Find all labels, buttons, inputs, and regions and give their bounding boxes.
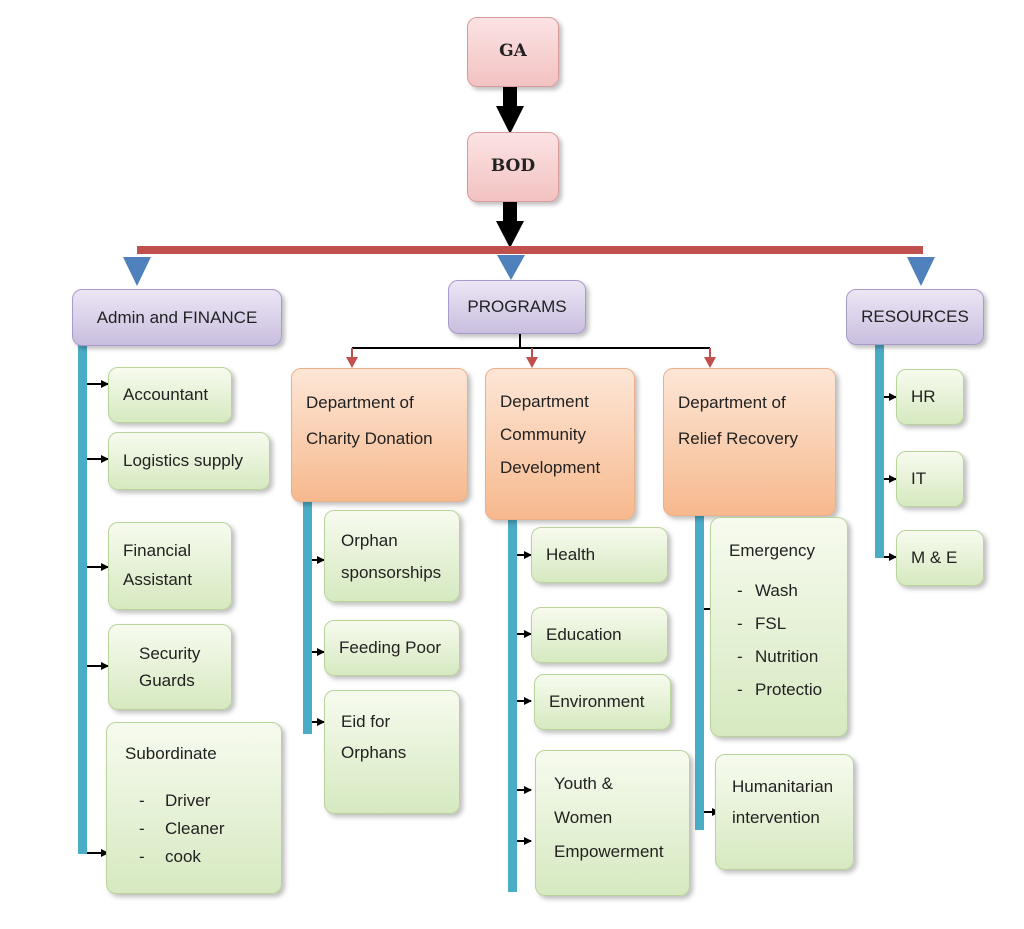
charity-item-eid-orphans: Eid for Orphans [324,690,460,814]
emergency-title: Emergency [729,541,815,560]
community-item-arrows [517,551,532,845]
admin-item-financial-assistant: Financial Assistant [108,522,232,610]
relief-vertical-bar [695,516,704,830]
bod-box: BOD [467,132,559,202]
relief-emergency-box: Emergency -Wash -FSL -Nutrition -Protect… [710,517,848,737]
list-item: -Driver [139,790,211,810]
bod-bar-arrow-head [496,221,524,248]
admin-item-arrows [87,380,109,857]
admin-subordinate-box: Subordinate -Driver -Cleaner -cook [106,722,282,894]
admin-item-security-guards: Security Guards [108,624,232,710]
admin-column-arrow [123,257,151,286]
programs-column-arrow [497,255,525,280]
resources-vertical-bar [875,342,884,558]
list-item: -cook [139,846,201,866]
ga-box: GA [467,17,559,87]
resources-item-arrows [884,393,897,561]
community-item-environment: Environment [534,674,671,730]
admin-item-logistics: Logistics supply [108,432,270,490]
list-item: -Protectio [737,679,823,699]
admin-vertical-bar [78,340,87,854]
emergency-list: -Wash -FSL -Nutrition -Protectio [729,574,829,707]
dept-2-arrow [526,357,538,368]
resources-item-hr: HR [896,369,964,425]
list-item: -Nutrition [737,646,819,666]
dept-1-arrow [346,357,358,368]
ga-bod-arrow-head [496,106,524,134]
charity-item-arrows [312,556,325,726]
charity-item-feeding-poor: Feeding Poor [324,620,460,676]
resources-item-me: M & E [896,530,984,586]
community-item-youth-women: Youth & Women Empowerment [535,750,690,896]
resources-column-arrow [907,257,935,286]
dept-charity-donation: Department of Charity Donation [291,368,468,502]
ga-bod-arrow-shaft [503,86,517,108]
community-item-health: Health [531,527,668,583]
subordinate-title: Subordinate [125,744,217,763]
bod-bar-arrow-shaft [503,199,517,223]
dept-community-development: Department Community Development [485,368,635,520]
main-horizontal-bar [137,246,923,254]
programs-header: PROGRAMS [448,280,586,334]
resources-header: RESOURCES [846,289,984,345]
community-item-education: Education [531,607,668,663]
relief-item-humanitarian: Humanitarian intervention [715,754,854,870]
admin-item-accountant: Accountant [108,367,232,423]
dept-relief-recovery: Department of Relief Recovery [663,368,836,516]
charity-vertical-bar [303,502,312,734]
list-item: -FSL [737,613,787,633]
community-vertical-bar [508,512,517,892]
charity-item-orphan-sponsorships: Orphan sponsorships [324,510,460,602]
dept-3-arrow [704,357,716,368]
admin-finance-header: Admin and FINANCE [72,289,282,346]
subordinate-list: -Driver -Cleaner -cook [125,787,263,871]
list-item: -Cleaner [139,818,225,838]
resources-item-it: IT [896,451,964,507]
list-item: -Wash [737,580,798,600]
